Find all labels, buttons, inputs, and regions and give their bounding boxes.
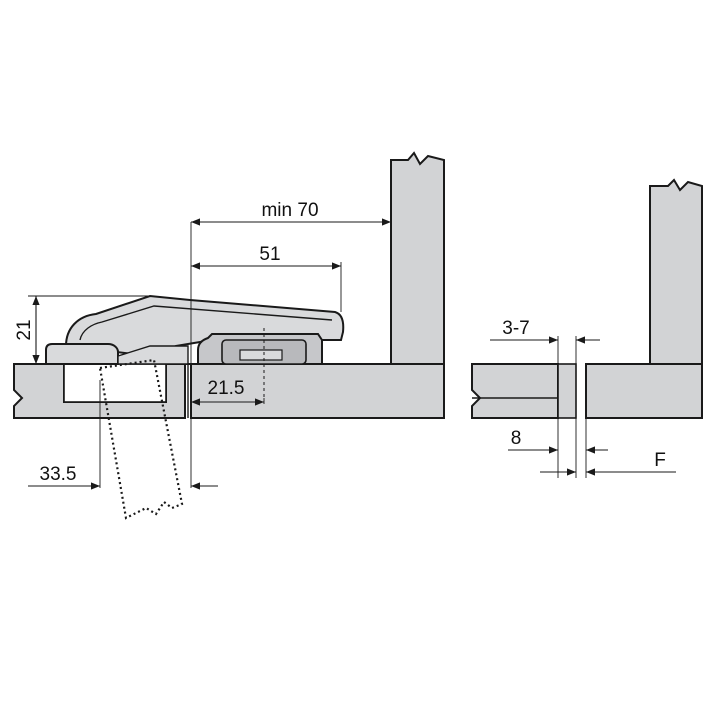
hinge-arm (64, 294, 345, 358)
dim-label-8: 8 (511, 428, 522, 449)
dim-label-f: F (654, 450, 666, 471)
detail-side-panel (649, 178, 703, 365)
cabinet-side-view (13, 151, 445, 520)
left-dimensions: min 70 51 21 21.5 33.5 (14, 200, 391, 490)
dim-label-min-70: min 70 (261, 200, 318, 221)
detail-gap-strip (557, 363, 577, 419)
mounting-plate-slot (239, 349, 283, 361)
dim-label-3-7: 3-7 (502, 318, 529, 339)
dim-label-21-5: 21.5 (208, 378, 245, 399)
hinge-cup-head (45, 343, 119, 365)
hinge-cup-recess (63, 363, 167, 403)
hinge-link (117, 345, 189, 365)
dim-label-21: 21 (14, 319, 35, 340)
cabinet-side-panel (390, 151, 445, 365)
gap-detail-view: 3-7 8 F (471, 178, 703, 478)
detail-door-left (471, 363, 559, 419)
dim-label-33-5: 33.5 (40, 464, 77, 485)
detail-door-right (585, 363, 703, 419)
dim-label-51: 51 (259, 244, 280, 265)
hinge-arm-edge (79, 305, 333, 341)
